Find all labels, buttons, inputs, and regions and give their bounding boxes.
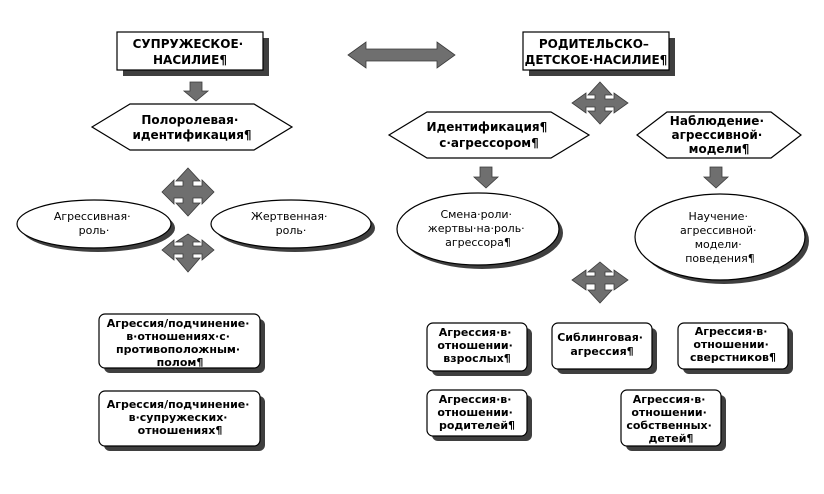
svg-text:Агрессия·в· отношении·: Агрессия·в· отношении· взрослых¶ bbox=[437, 326, 516, 365]
role-change-line-3: агрессора¶ bbox=[445, 236, 511, 249]
opposite-sex-line-1: Агрессия/подчинение· bbox=[107, 317, 250, 330]
node-identification-with-aggressor: Идентификация¶ с·агрессором¶ bbox=[387, 111, 591, 159]
node-aggression-spousal: Агрессия/подчинение· в·супружеских· отно… bbox=[98, 390, 265, 451]
parents-line-3: родителей¶ bbox=[439, 419, 515, 432]
node-learning-aggressive-model: Научение· агрессивной· модели· поведения… bbox=[634, 193, 809, 284]
gender-role-line-2: идентификация¶ bbox=[132, 128, 251, 142]
node-aggressive-role: Агрессивная· роль· bbox=[16, 199, 175, 252]
parent-child-violence-line-1: РОДИТЕЛЬСКО– bbox=[539, 37, 649, 51]
adults-line-1: Агрессия·в· bbox=[439, 326, 512, 339]
top-double-arrow bbox=[347, 41, 456, 69]
sibling-line-1: Сиблинговая· bbox=[557, 331, 643, 344]
own-children-line-2: отношении· bbox=[631, 406, 706, 419]
node-aggression-own-children: Агрессия·в· отношении· собственных· дете… bbox=[620, 389, 726, 451]
spousal-violence-line-1: СУПРУЖЕСКОЕ· bbox=[133, 37, 244, 51]
node-role-change: Смена·роли· жертвы·на·роль· агрессора¶ bbox=[396, 192, 563, 269]
node-parent-child-violence: РОДИТЕЛЬСКО– ДЕТСКОЕ·НАСИЛИЕ¶ bbox=[522, 31, 675, 76]
node-aggression-adults: Агрессия·в· отношении· взрослых¶ bbox=[426, 322, 532, 376]
four-way-arrow-left-lower bbox=[161, 233, 215, 273]
four-way-arrow-left-upper bbox=[161, 167, 215, 217]
learning-model-line-1: Научение· bbox=[689, 210, 748, 223]
node-observing-aggressive-model: Наблюдение· агрессивной· модели¶ bbox=[636, 111, 802, 159]
spousal-violence-line-2: НАСИЛИЕ¶ bbox=[153, 53, 227, 67]
svg-text:РОДИТЕЛЬСКО– ДЕТСКОЕ·НАС: РОДИТЕЛЬСКО– ДЕТСКОЕ·НАСИЛИЕ¶ bbox=[525, 37, 668, 67]
svg-text:Жертвенная· роль·: Жертвенная· роль· bbox=[251, 210, 331, 237]
svg-text:СУПРУЖЕСКОЕ· НАСИЛИЕ¶: СУПРУЖЕСКОЕ· НАСИЛИЕ¶ bbox=[133, 37, 248, 67]
four-way-arrow-right-middle bbox=[571, 261, 629, 304]
svg-text:Наблюдение· агрессивной·: Наблюдение· агрессивной· модели¶ bbox=[670, 114, 768, 156]
own-children-line-3: собственных· bbox=[626, 419, 712, 432]
role-change-line-2: жертвы·на·роль· bbox=[428, 222, 525, 235]
spousal-relations-line-2: в·супружеских· bbox=[129, 411, 228, 424]
gender-role-line-1: Полоролевая· bbox=[141, 113, 238, 127]
role-change-line-1: Смена·роли· bbox=[440, 208, 512, 221]
svg-text:Агрессия/подчинение· в·о: Агрессия/подчинение· в·отношениях·с· про… bbox=[107, 317, 254, 369]
down-arrow-spousal bbox=[182, 81, 210, 102]
own-children-line-4: детей¶ bbox=[649, 432, 694, 445]
parents-line-2: отношении· bbox=[437, 406, 512, 419]
observing-model-line-2: агрессивной· bbox=[671, 128, 762, 142]
observing-model-line-3: модели¶ bbox=[689, 142, 750, 156]
down-arrow-observing bbox=[702, 166, 730, 189]
node-spousal-violence: СУПРУЖЕСКОЕ· НАСИЛИЕ¶ bbox=[116, 31, 269, 76]
down-arrow-identification bbox=[472, 166, 500, 189]
opposite-sex-line-4: полом¶ bbox=[157, 356, 204, 369]
svg-text:Агрессия·в· отношении·: Агрессия·в· отношении· собственных· дете… bbox=[626, 393, 715, 445]
aggressive-role-line-1: Агрессивная· bbox=[54, 210, 131, 223]
identification-aggressor-line-2: с·агрессором¶ bbox=[439, 136, 539, 150]
aggressive-role-line-2: роль· bbox=[79, 224, 110, 237]
opposite-sex-line-2: в·отношениях·с· bbox=[126, 330, 230, 343]
opposite-sex-line-3: противоположным· bbox=[116, 343, 240, 356]
identification-aggressor-line-1: Идентификация¶ bbox=[427, 120, 548, 134]
four-way-arrow-top-right bbox=[571, 81, 629, 125]
learning-model-line-3: модели· bbox=[695, 238, 742, 251]
node-gender-role-identification: Полоролевая· идентификация¶ bbox=[90, 103, 294, 151]
peers-line-2: отношении· bbox=[693, 338, 768, 351]
sibling-line-2: агрессия¶ bbox=[570, 345, 633, 358]
parent-child-violence-line-2: ДЕТСКОЕ·НАСИЛИЕ¶ bbox=[525, 53, 668, 67]
svg-text:Полоролевая· идентификац: Полоролевая· идентификация¶ bbox=[132, 113, 251, 142]
svg-text:Идентификация¶ с·агрессо: Идентификация¶ с·агрессором¶ bbox=[427, 120, 552, 150]
adults-line-3: взрослых¶ bbox=[443, 352, 510, 365]
svg-text:Агрессия·в· отношении·: Агрессия·в· отношении· родителей¶ bbox=[437, 393, 516, 432]
peers-line-3: сверстников¶ bbox=[690, 351, 776, 364]
spousal-relations-line-3: отношениях¶ bbox=[138, 424, 223, 437]
adults-line-2: отношении· bbox=[437, 339, 512, 352]
learning-model-line-4: поведения¶ bbox=[685, 252, 755, 265]
peers-line-1: Агрессия·в· bbox=[695, 325, 768, 338]
svg-text:Научение· агрессивной·: Научение· агрессивной· модели· поведения… bbox=[680, 210, 760, 265]
victim-role-line-1: Жертвенная· bbox=[251, 210, 328, 223]
svg-text:Агрессивная· роль·: Агрессивная· роль· bbox=[54, 210, 134, 237]
svg-text:Смена·роли· жертвы·на·ро: Смена·роли· жертвы·на·роль· агрессора¶ bbox=[428, 208, 528, 249]
spousal-relations-line-1: Агрессия/подчинение· bbox=[107, 398, 250, 411]
svg-text:Агрессия·в· отношении·: Агрессия·в· отношении· сверстников¶ bbox=[690, 325, 776, 364]
node-aggression-peers: Агрессия·в· отношении· сверстников¶ bbox=[677, 322, 793, 374]
node-sibling-aggression: Сиблинговая· агрессия¶ bbox=[551, 322, 657, 374]
parents-line-1: Агрессия·в· bbox=[439, 393, 512, 406]
svg-text:Агрессия/подчинение· в·с: Агрессия/подчинение· в·супружеских· отно… bbox=[107, 398, 254, 437]
node-aggression-opposite-sex: Агрессия/подчинение· в·отношениях·с· про… bbox=[98, 313, 265, 373]
own-children-line-1: Агрессия·в· bbox=[633, 393, 706, 406]
learning-model-line-2: агрессивной· bbox=[680, 224, 757, 237]
svg-text:Сиблинговая· агрессия¶: Сиблинговая· агрессия¶ bbox=[557, 331, 647, 358]
victim-role-line-2: роль· bbox=[276, 224, 307, 237]
node-aggression-parents: Агрессия·в· отношении· родителей¶ bbox=[426, 389, 532, 441]
observing-model-line-1: Наблюдение· bbox=[670, 114, 764, 128]
node-victim-role: Жертвенная· роль· bbox=[210, 199, 375, 252]
